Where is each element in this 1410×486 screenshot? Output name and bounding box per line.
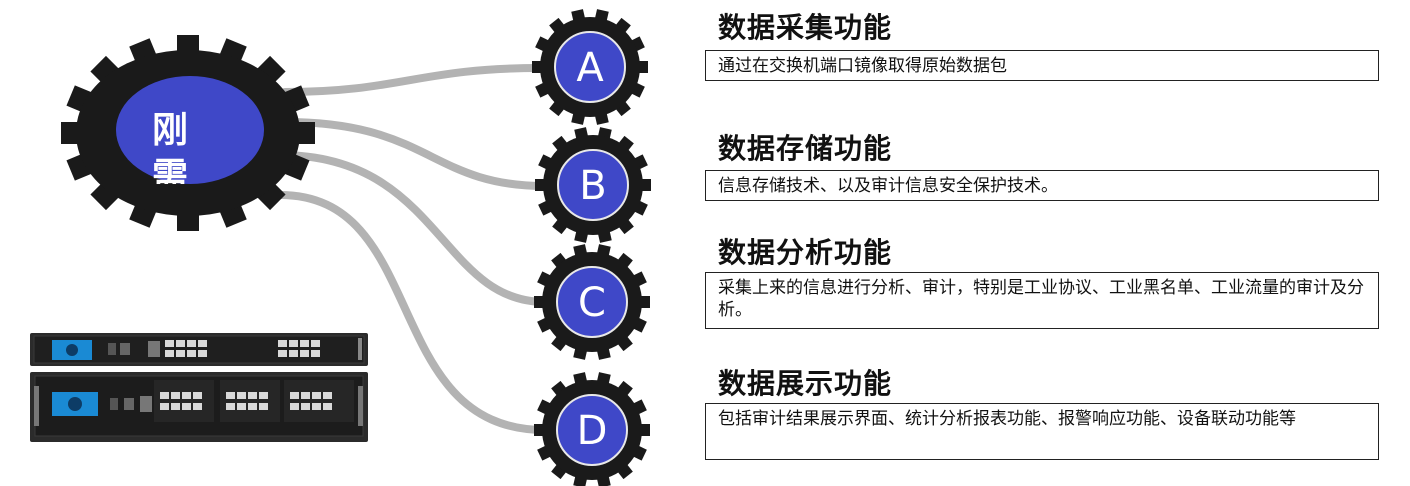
node-d-letter: D (577, 408, 608, 454)
feature-d-title: 数据展示功能 (718, 367, 893, 400)
feature-a-description: 通过在交换机端口镜像取得原始数据包 (705, 50, 1379, 81)
appliance-1u (30, 333, 368, 366)
feature-c-title: 数据分析功能 (718, 236, 893, 269)
connectors (276, 64, 549, 434)
connector-c (276, 151, 549, 306)
node-gear-c-face (556, 266, 628, 338)
feature-a-title: 数据采集功能 (718, 11, 893, 44)
hub-gear: 刚 需 (61, 35, 315, 231)
node-gear-b: B (535, 127, 651, 243)
node-c-letter: C (578, 280, 606, 326)
appliance-2u (30, 372, 368, 442)
node-gear-a: A (532, 9, 648, 125)
feature-c-description: 采集上来的信息进行分析、审计，特别是工业协议、工业黑名单、工业流量的审计及分析。 (705, 272, 1379, 329)
node-a-letter: A (576, 45, 604, 91)
feature-d-description: 包括审计结果展示界面、统计分析报表功能、报警响应功能、设备联动功能等 (705, 403, 1379, 460)
feature-b-description: 信息存储技术、以及审计信息安全保护技术。 (705, 170, 1379, 201)
hub-gear-face (116, 76, 264, 184)
hub-label-mask (140, 184, 210, 204)
node-gear-a-face (554, 31, 626, 103)
connector-a (281, 64, 544, 96)
node-gear-b-face (557, 149, 629, 221)
feature-b-title: 数据存储功能 (718, 132, 893, 165)
node-gear-d: D (534, 372, 650, 486)
node-gear-c: C (534, 244, 650, 360)
hub-label-line1: 刚 (152, 110, 188, 151)
node-gear-d-face (556, 394, 628, 466)
node-b-letter: B (579, 163, 606, 209)
connector-b (281, 118, 549, 190)
connector-d (276, 191, 549, 434)
